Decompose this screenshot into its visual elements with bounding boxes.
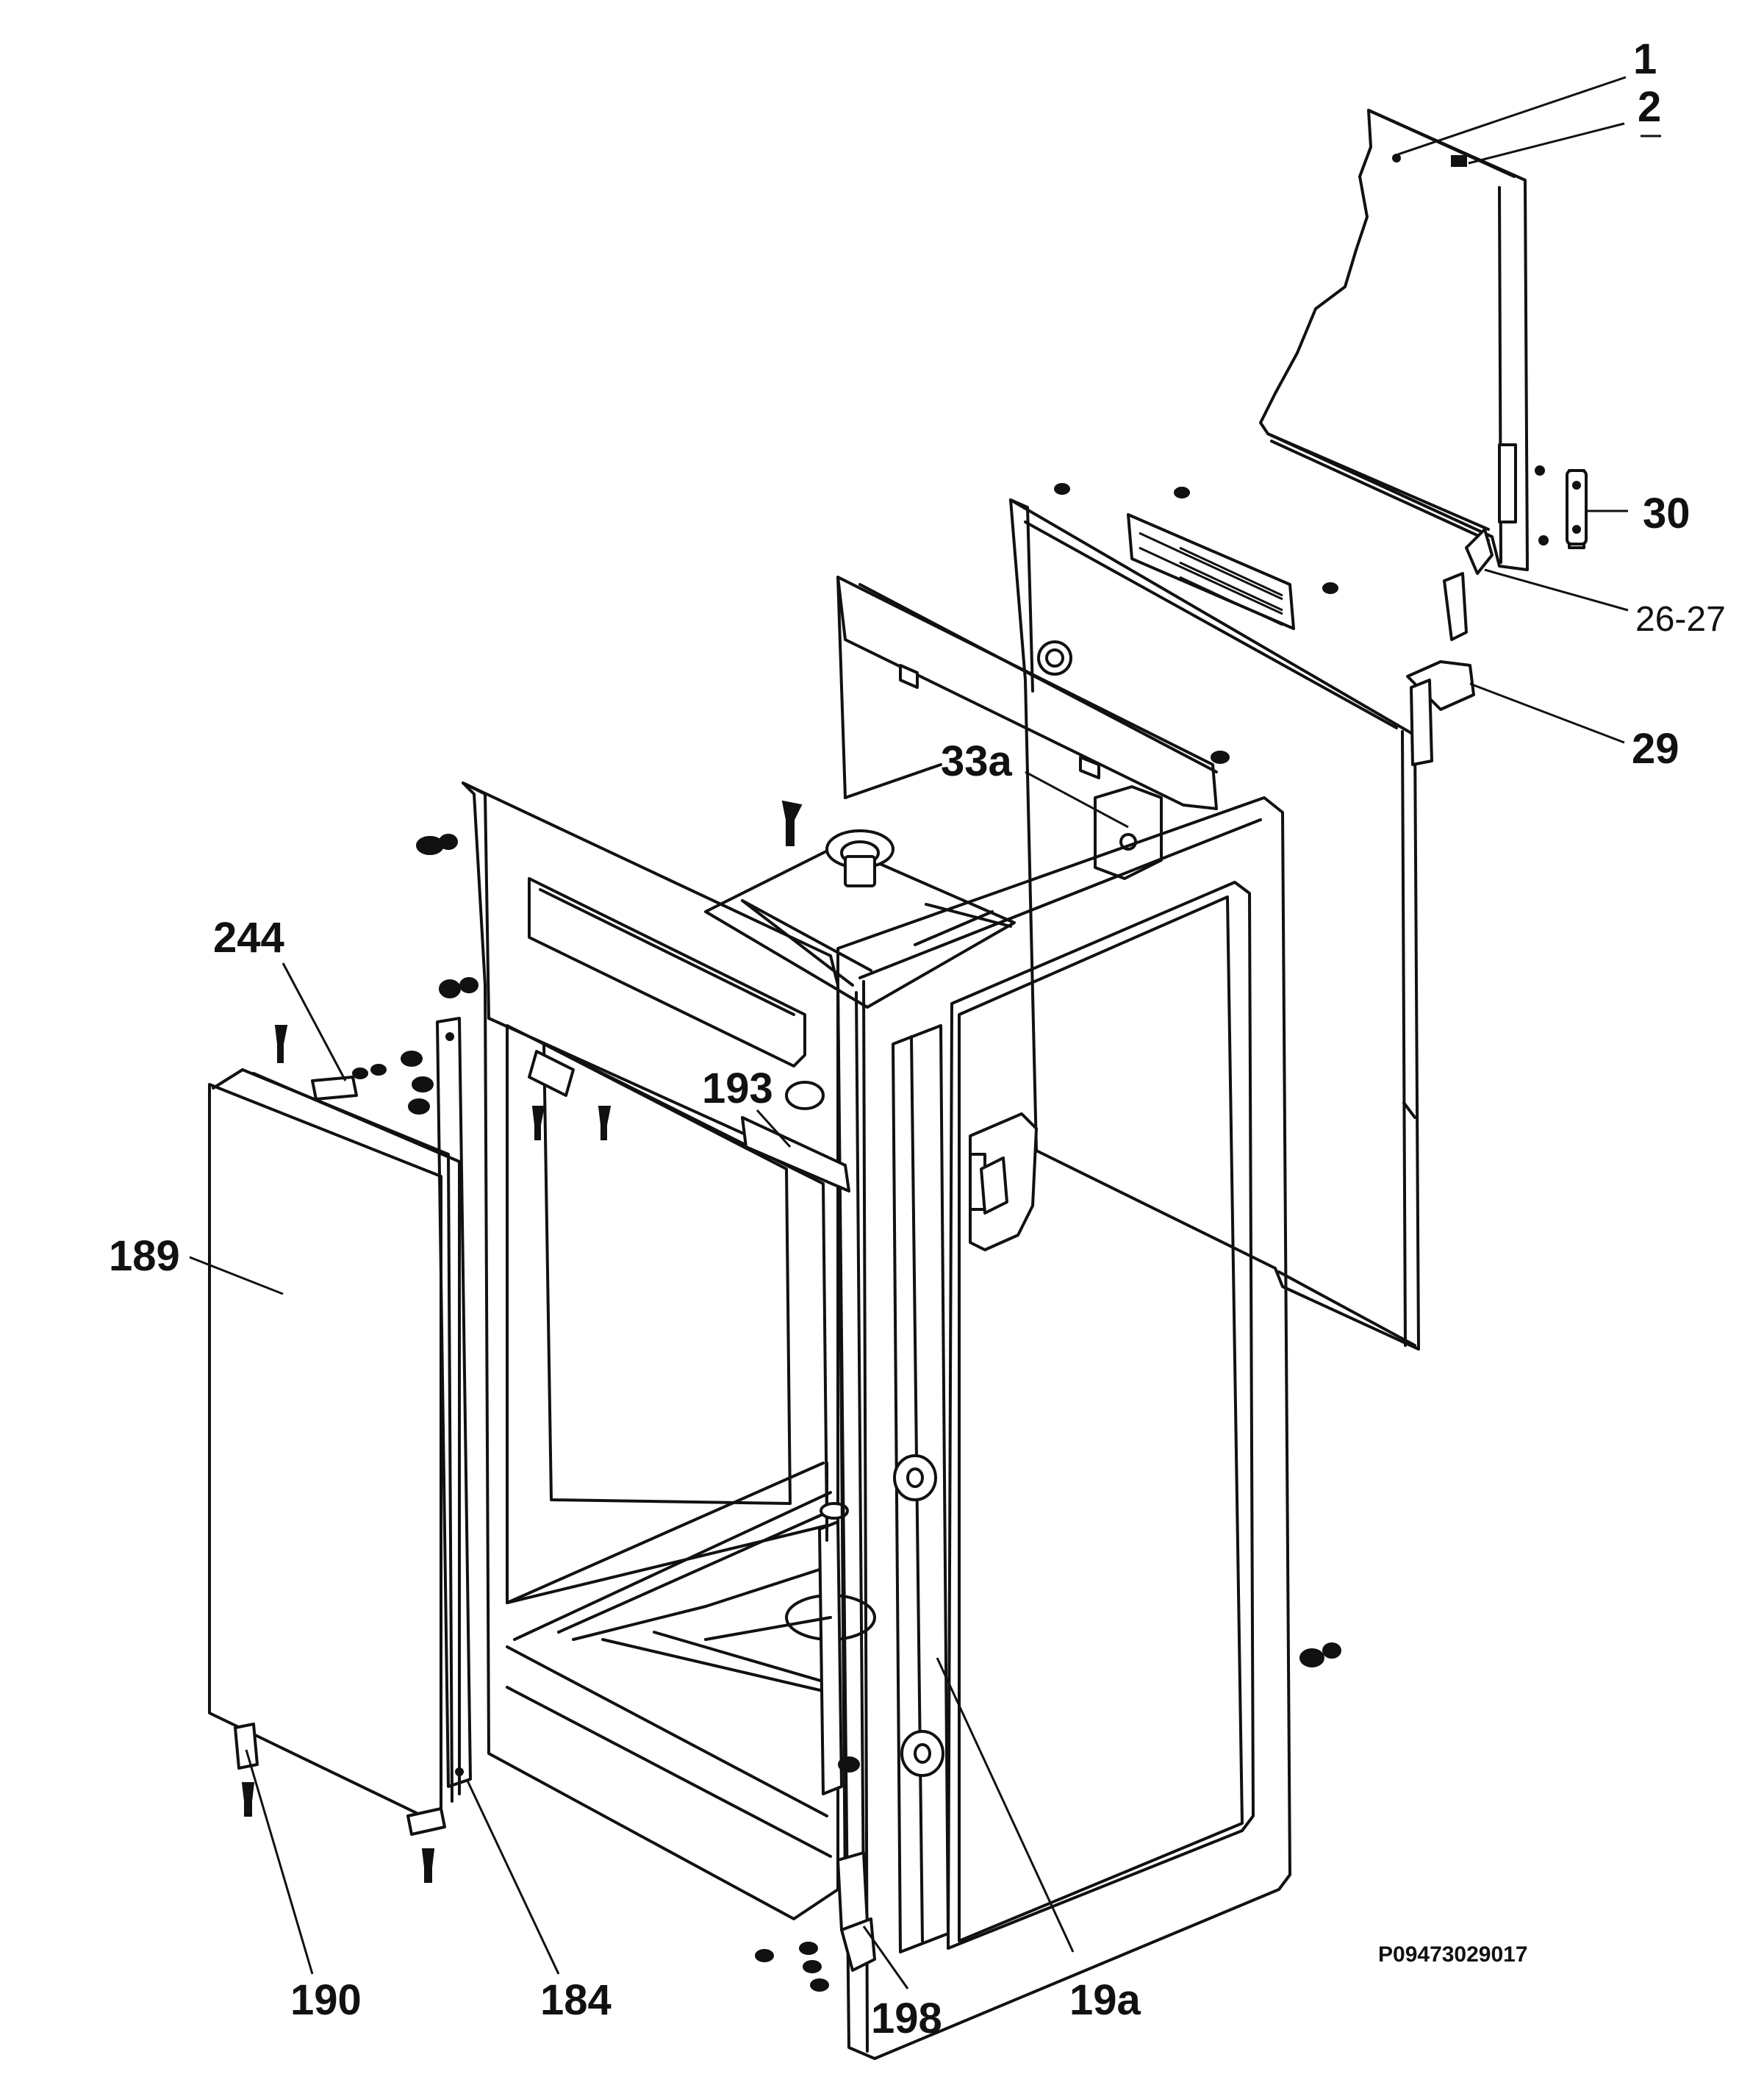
label-1: 1	[1633, 35, 1657, 83]
left-side-parts	[208, 834, 478, 1883]
drawing-code: P09473029017	[1378, 1942, 1528, 1967]
rear-back-plate	[1009, 483, 1475, 1351]
label-184: 184	[540, 1976, 612, 2024]
bottom-hinge-parts	[528, 1050, 876, 1992]
label-2: 2	[1638, 83, 1661, 131]
top-back-panel	[1259, 109, 1588, 641]
label-30: 30	[1643, 490, 1690, 537]
label-26-27: 26-27	[1635, 600, 1726, 639]
label-193: 193	[702, 1065, 773, 1112]
leader-lines	[189, 76, 1661, 1989]
label-189: 189	[109, 1232, 180, 1280]
label-198: 198	[871, 1995, 942, 2042]
cabinet-body	[462, 576, 1341, 2060]
part-labels: 1 2 30 26-27 29 33a 244 193 189 190 184 …	[109, 35, 1726, 2042]
label-190: 190	[290, 1976, 362, 2024]
label-244: 244	[213, 914, 284, 962]
label-33a: 33a	[941, 737, 1013, 785]
label-19a: 19a	[1069, 1976, 1141, 2024]
label-29: 29	[1632, 725, 1679, 773]
